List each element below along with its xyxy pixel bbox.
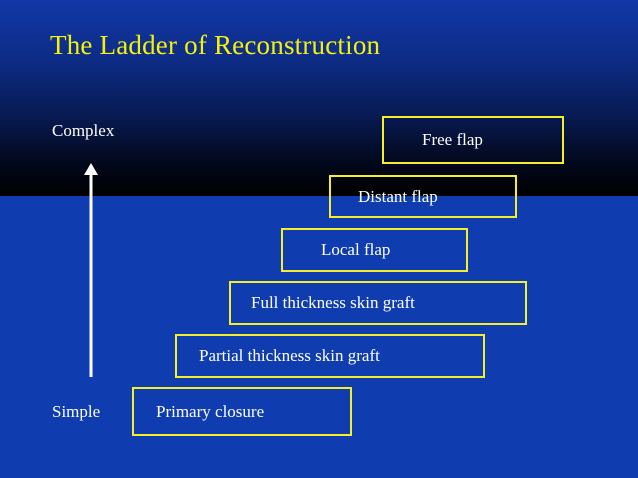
rung-label: Distant flap <box>358 186 438 206</box>
rung-label: Local flap <box>321 240 391 259</box>
rung-primary-closure: Primary closure <box>132 387 352 436</box>
rung-free-flap: Free flap <box>382 116 564 164</box>
slide-title: The Ladder of Reconstruction <box>50 30 381 60</box>
simple-label: Simple <box>52 402 101 421</box>
rung-label: Partial thickness skin graft <box>199 346 380 365</box>
up-arrow-icon <box>84 163 98 377</box>
rung-label: Free flap <box>422 130 483 149</box>
rung-label: Primary closure <box>156 401 265 421</box>
rung-full-thickness-skin-graft: Full thickness skin graft <box>229 281 527 325</box>
complex-label: Complex <box>52 121 115 140</box>
rung-distant-flap: Distant flap <box>329 175 517 218</box>
rung-local-flap: Local flap <box>281 228 468 272</box>
rung-label: Full thickness skin graft <box>251 293 415 312</box>
rung-partial-thickness-skin-graft: Partial thickness skin graft <box>175 334 485 378</box>
